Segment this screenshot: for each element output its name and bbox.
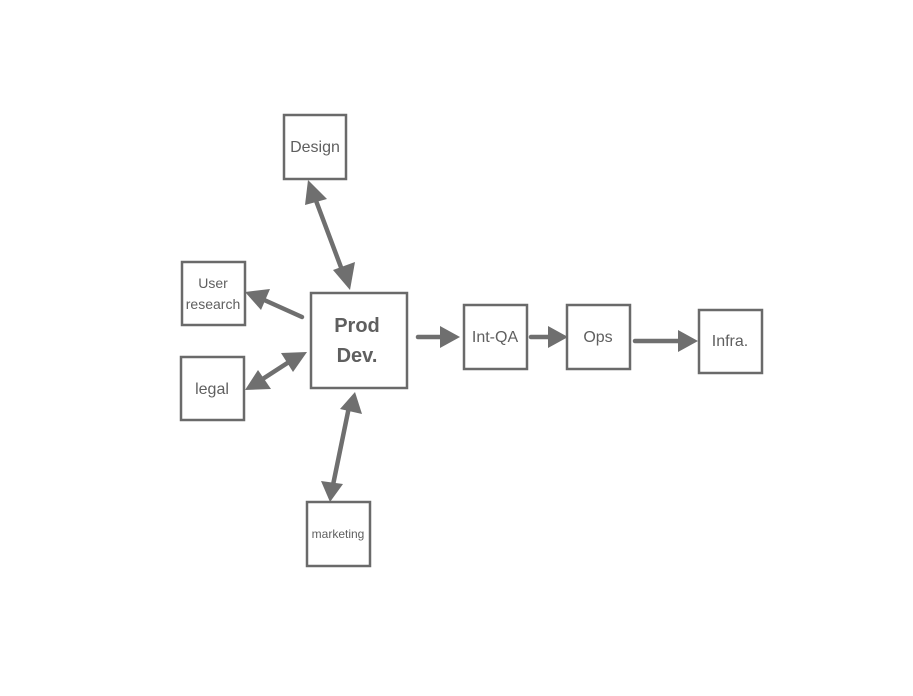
edges — [245, 180, 698, 502]
node-ops: Ops — [565, 303, 632, 371]
node-marketing-label: marketing — [312, 527, 365, 541]
node-int-qa: Int-QA — [462, 303, 529, 371]
node-legal-label: legal — [195, 381, 229, 398]
edge-prod-dev-marketing — [321, 392, 362, 502]
edge-prod-dev-user-research — [245, 289, 305, 320]
node-prod-dev: Prod Dev. — [309, 291, 409, 390]
edge-prod-dev-int-qa — [415, 326, 460, 348]
node-infra-label: Infra. — [712, 333, 748, 350]
node-user-research-line1: User — [198, 275, 228, 291]
node-int-qa-label: Int-QA — [472, 329, 519, 346]
node-legal: legal — [179, 355, 246, 422]
edge-design-prod-dev — [305, 180, 355, 290]
node-design: Design — [282, 113, 348, 181]
node-marketing: marketing — [305, 500, 372, 568]
node-prod-dev-line1: Prod — [334, 315, 380, 337]
node-user-research-line2: research — [186, 296, 240, 312]
node-user-research: User research — [180, 260, 247, 327]
edge-int-qa-ops — [528, 326, 568, 348]
node-infra: Infra. — [697, 308, 764, 375]
edge-ops-infra — [632, 330, 698, 352]
edge-prod-dev-legal — [245, 352, 307, 390]
node-ops-label: Ops — [583, 329, 612, 346]
node-design-label: Design — [290, 139, 340, 156]
node-prod-dev-line2: Dev. — [337, 345, 378, 367]
